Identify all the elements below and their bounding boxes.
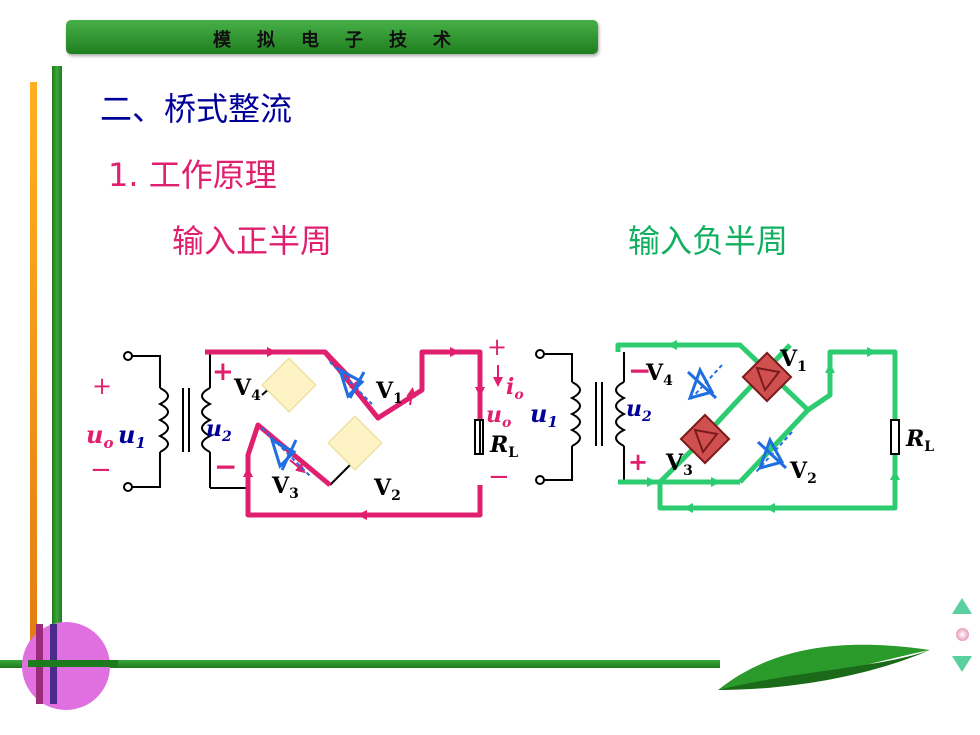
right-load-resistor xyxy=(890,419,900,455)
green-vertical-bar xyxy=(52,66,62,658)
left-load-resistor xyxy=(474,419,484,455)
right-diode-v1-off xyxy=(741,351,793,403)
left-diode-v4-box xyxy=(261,357,317,413)
left-diode-v2-box xyxy=(327,415,383,471)
left-uo-label: uo xyxy=(486,402,511,431)
left-secondary-minus: − xyxy=(214,450,237,483)
right-bridge-circuit xyxy=(535,340,900,513)
right-secondary-plus: + xyxy=(628,447,648,476)
positive-half-cycle-label: 输入正半周 xyxy=(172,222,333,260)
left-v1-label: V1 xyxy=(375,378,403,407)
right-v3-label: V3 xyxy=(665,450,693,479)
right-v1-label: V1 xyxy=(779,346,807,375)
right-secondary-minus: − xyxy=(628,354,651,387)
right-u2-label: u2 xyxy=(626,396,652,425)
left-input-minus: − xyxy=(90,455,112,485)
header-banner: 模拟电子技术 xyxy=(66,20,598,54)
left-input-plus: + xyxy=(92,372,112,400)
left-u2-label: u2 xyxy=(206,416,232,445)
decorative-leaf-swoosh xyxy=(718,644,930,690)
left-v4-label: V4 xyxy=(233,375,261,404)
left-secondary-plus: + xyxy=(212,357,234,387)
left-output-plus: + xyxy=(487,333,507,361)
left-bridge-circuit xyxy=(123,347,503,520)
nav-down-arrow-icon[interactable] xyxy=(952,656,972,672)
right-rl-label: RL xyxy=(905,426,934,455)
negative-half-cycle-label: 输入负半周 xyxy=(628,222,789,260)
left-rl-label: RL xyxy=(489,432,518,461)
right-primary-winding xyxy=(535,349,581,485)
banner-title: 模拟电子技术 xyxy=(213,30,477,51)
right-transformer-core xyxy=(595,382,603,446)
right-diode-v4 xyxy=(686,364,723,401)
right-diode-v3-off xyxy=(679,413,731,465)
nav-up-arrow-icon[interactable] xyxy=(952,598,972,614)
left-output-minus: − xyxy=(488,462,510,492)
left-primary-winding xyxy=(123,351,169,492)
right-secondary-winding xyxy=(615,352,627,482)
left-diode-v1 xyxy=(329,361,373,405)
left-v3-label: V3 xyxy=(271,473,299,502)
left-u1-right-label: u1 xyxy=(530,399,558,431)
orange-vertical-bar xyxy=(30,82,37,682)
left-v2-label: V2 xyxy=(373,475,401,504)
right-v4-label: V4 xyxy=(645,360,673,389)
left-diode-v3 xyxy=(261,427,311,477)
left-secondary-winding xyxy=(201,354,213,488)
left-u1-label: u1 xyxy=(118,420,146,452)
green-horizontal-bar xyxy=(0,660,720,668)
right-v2-label: V2 xyxy=(789,458,817,487)
left-input-voltage-label: uo xyxy=(86,420,113,452)
decorative-circle-logo xyxy=(22,622,118,710)
right-diode-v2 xyxy=(755,431,793,473)
left-io-label: io xyxy=(506,374,524,403)
subsection-heading: 1. 工作原理 xyxy=(108,156,277,194)
nav-home-dot-icon[interactable] xyxy=(956,628,969,641)
left-transformer-core xyxy=(182,388,190,452)
section-heading: 二、桥式整流 xyxy=(100,90,293,128)
